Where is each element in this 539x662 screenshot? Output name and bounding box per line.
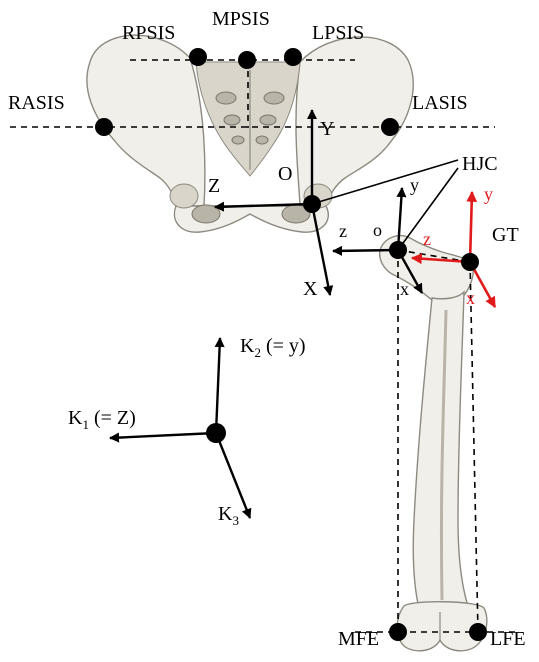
femur-y-label: y <box>410 175 419 195</box>
rasis-point <box>95 118 113 136</box>
gt-y-label: y <box>484 184 493 204</box>
mfe-label: MFE <box>338 628 379 650</box>
k2-axis <box>216 338 220 433</box>
gt-label: GT <box>492 224 519 246</box>
k-origin-point <box>206 423 226 443</box>
lpsis-label: LPSIS <box>312 22 364 44</box>
k2-label: K2 (= y) <box>240 335 306 360</box>
femur-z-label: z <box>339 221 347 241</box>
femur-z-axis <box>333 250 398 251</box>
hjc-point <box>389 241 407 259</box>
rpsis-label: RPSIS <box>122 22 175 44</box>
gt-point <box>461 253 479 271</box>
femur-x-label: x <box>400 279 409 299</box>
rpsis-point <box>189 48 207 66</box>
pelvis-z-label: Z <box>208 175 220 197</box>
mfe-point <box>389 623 407 641</box>
lasis-label: LASIS <box>412 92 468 114</box>
gt-x-label: x <box>466 288 475 308</box>
pelvis-x-label: X <box>303 278 318 300</box>
acetabulum-right <box>170 184 198 208</box>
mpsis-label: MPSIS <box>212 8 270 30</box>
lfe-label: LFE <box>490 628 526 650</box>
k3-label: K3 <box>218 503 239 528</box>
hjc-label: HJC <box>462 153 498 175</box>
rasis-label: RASIS <box>8 92 65 114</box>
mpsis-point <box>238 51 256 69</box>
k1-label: K1 (= Z) <box>68 407 136 432</box>
pelvis-origin-label: O <box>278 163 292 185</box>
gt-y-axis <box>470 192 472 262</box>
lasis-point <box>381 118 399 136</box>
lpsis-point <box>284 48 302 66</box>
k1-axis <box>110 433 216 438</box>
gt-z-label: z <box>423 229 431 249</box>
pelvis-y-label: Y <box>320 118 334 140</box>
femur-origin-label: o <box>373 220 382 240</box>
femur-lateral-dashed <box>470 262 478 632</box>
pelvis-origin-point <box>303 195 321 213</box>
lfe-point <box>469 623 487 641</box>
